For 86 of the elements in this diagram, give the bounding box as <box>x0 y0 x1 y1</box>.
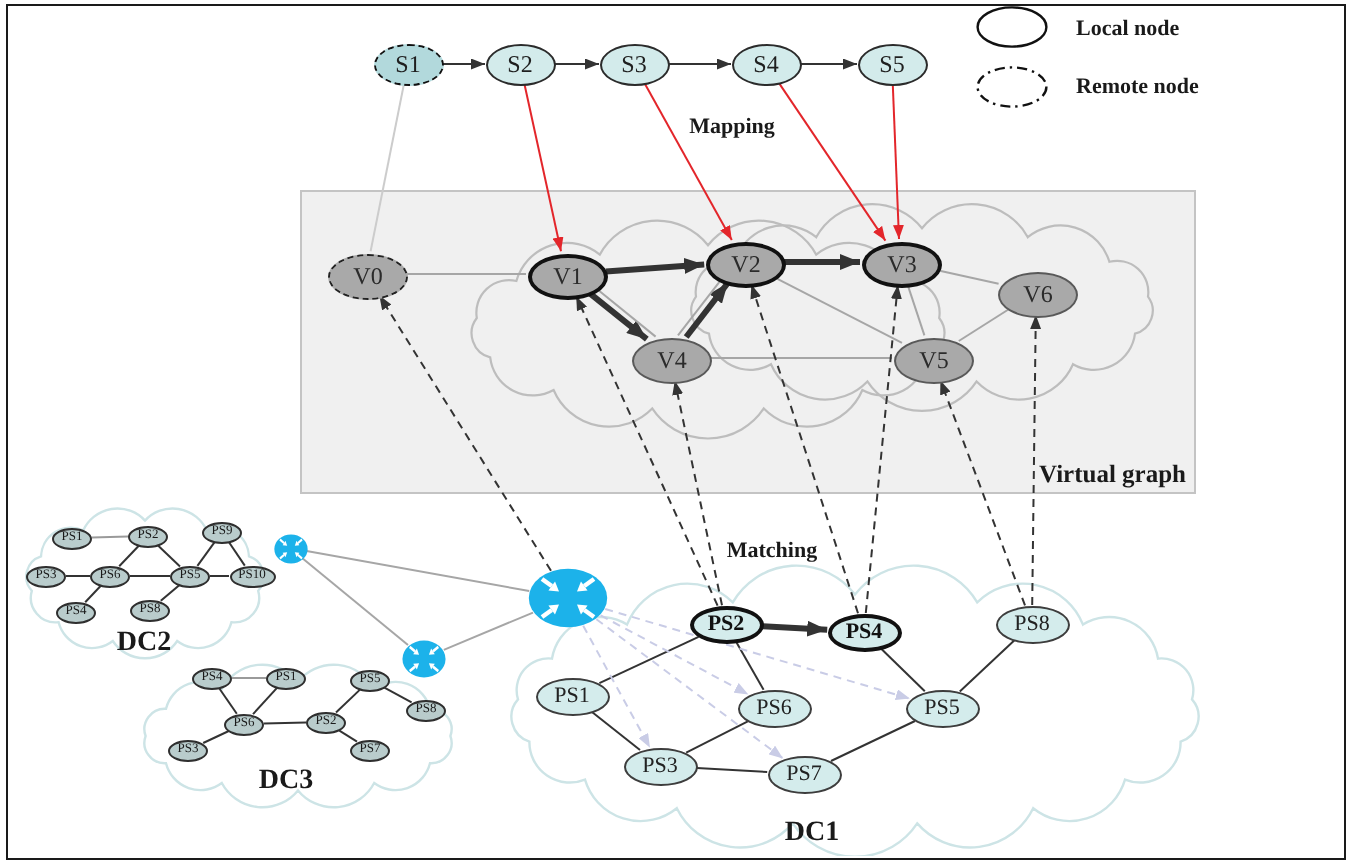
dashed-arrow <box>595 618 784 760</box>
graph-node: V4 <box>632 337 712 383</box>
arrow <box>762 620 828 637</box>
arrow <box>587 290 649 342</box>
dashed-arrow <box>939 379 1026 607</box>
connector-line <box>957 308 1011 342</box>
arrow <box>554 58 600 70</box>
panel-title: Virtual graph <box>1039 461 1186 486</box>
graph-node: V6 <box>998 271 1078 317</box>
connector-line <box>218 687 238 715</box>
arrow <box>800 58 858 70</box>
dashed-arrow <box>599 614 750 696</box>
connector-line <box>591 711 641 751</box>
legend-label: Remote node <box>1076 77 1199 99</box>
connector-line <box>301 557 409 646</box>
connector-line <box>118 544 140 568</box>
connector-line <box>906 283 926 337</box>
connector-line <box>369 83 405 253</box>
connector-line <box>695 767 769 773</box>
connector-line <box>335 688 361 714</box>
virtual-graph-panel <box>300 190 1196 494</box>
connector-line <box>196 541 216 567</box>
cloud-label: DC3 <box>258 768 314 796</box>
arrow <box>891 84 904 240</box>
connector-line <box>405 273 527 275</box>
connector-line <box>598 635 700 685</box>
dashed-arrow <box>378 294 552 572</box>
graph-node: V1 <box>528 253 608 299</box>
cloud-label: DC1 <box>784 820 840 848</box>
dashed-arrow <box>604 608 911 700</box>
router-icon <box>528 568 608 628</box>
graph-node: V3 <box>862 241 942 287</box>
connector-line <box>263 721 307 725</box>
connector-line <box>685 720 749 754</box>
connector-line <box>880 647 926 693</box>
router-icon <box>402 639 446 677</box>
connector-line <box>129 575 171 577</box>
graph-node: S1 <box>373 43 443 85</box>
graph-node: V5 <box>894 337 974 383</box>
connector-line <box>65 575 91 577</box>
arrow <box>523 83 564 253</box>
arrow <box>644 83 733 241</box>
connector-line <box>202 730 230 744</box>
annotation-label: Matching <box>726 541 818 563</box>
graph-node: S3 <box>599 43 669 85</box>
connector-line <box>383 686 413 704</box>
annotation-label: Mapping <box>689 117 775 139</box>
arrow <box>784 254 860 270</box>
cloud-label: DC2 <box>116 630 172 658</box>
dashed-arrow <box>575 295 719 607</box>
connector-line <box>157 544 181 568</box>
arrow <box>683 281 731 339</box>
arrow <box>668 58 732 70</box>
legend-label: Local node <box>1076 19 1180 41</box>
arrow <box>442 58 486 70</box>
connector-line <box>231 677 267 679</box>
connector-line <box>595 287 657 338</box>
graph-node: V0 <box>328 253 408 299</box>
connector-line <box>228 541 246 567</box>
connector-line <box>936 269 1000 285</box>
connector-line <box>773 276 903 344</box>
graph-node: V2 <box>706 241 786 287</box>
connector-line <box>84 584 102 604</box>
connector-line <box>305 550 531 592</box>
connector-line <box>159 584 181 602</box>
graph-node: S2 <box>485 43 555 85</box>
connector-line <box>442 611 534 651</box>
connector-line <box>735 641 765 691</box>
graph-node: S5 <box>857 43 927 85</box>
connector-line <box>338 729 358 743</box>
dashed-arrow <box>864 284 902 614</box>
router-icon <box>273 533 307 563</box>
connector-line <box>209 575 230 577</box>
connector-line <box>252 686 278 716</box>
dashed-arrow <box>1030 314 1042 606</box>
connector-line <box>830 720 916 762</box>
connector-line <box>91 535 129 539</box>
connector-line <box>958 639 1016 693</box>
dashed-arrow <box>750 283 859 615</box>
arrow <box>778 82 887 242</box>
arrow <box>605 258 705 275</box>
graph-node: S4 <box>731 43 801 85</box>
connector-line <box>677 279 722 337</box>
dashed-arrow <box>672 379 723 607</box>
connector-line <box>709 357 893 359</box>
dashed-arrow <box>582 624 651 749</box>
